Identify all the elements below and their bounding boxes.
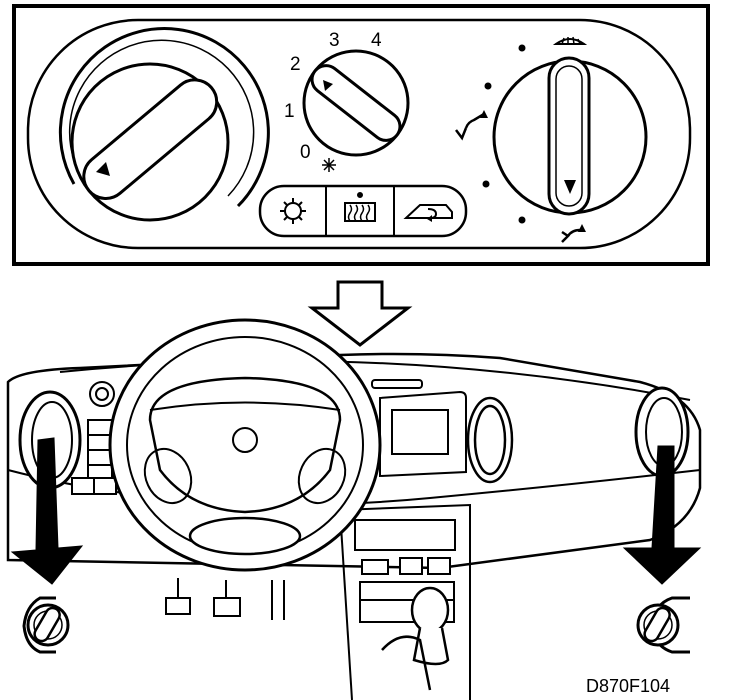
fan-speed-label-3: 3 bbox=[329, 30, 340, 51]
recirculation-button[interactable] bbox=[403, 204, 453, 222]
steering-wheel-hub bbox=[148, 376, 342, 514]
mode-dot bbox=[518, 44, 526, 52]
recirculation-icon bbox=[403, 204, 453, 222]
fan-off-icon bbox=[322, 158, 336, 172]
fan-speed-label-0: 0 bbox=[300, 142, 311, 163]
gear-shift[interactable] bbox=[381, 586, 450, 691]
fan-speed-label-1: 1 bbox=[284, 101, 295, 122]
panel-face bbox=[26, 18, 692, 250]
fan-speed-label-2: 2 bbox=[290, 54, 301, 75]
temperature-scale-arc bbox=[58, 27, 270, 208]
center-console bbox=[339, 503, 471, 700]
center-info-display bbox=[371, 379, 467, 478]
pedals bbox=[165, 578, 285, 620]
fan-speed-knob[interactable] bbox=[302, 49, 410, 157]
fan-speed-knob-grip bbox=[310, 64, 402, 142]
figure-code: D870F104 bbox=[586, 676, 670, 696]
horn-emblem bbox=[232, 427, 258, 453]
ac-button[interactable] bbox=[280, 198, 306, 224]
temperature-knob-grip bbox=[82, 78, 219, 200]
right-down-arrow bbox=[622, 445, 702, 585]
snowflake-icon bbox=[280, 198, 306, 224]
right-vent-thumbwheel[interactable] bbox=[636, 596, 690, 654]
air-distribution-knob-grip bbox=[547, 56, 591, 216]
fan-speed-knob-pointer bbox=[323, 80, 333, 91]
center-vent[interactable] bbox=[466, 396, 514, 484]
face-vent-mode-icon bbox=[455, 110, 488, 141]
rear-defrost-button[interactable] bbox=[344, 192, 376, 222]
down-arrow-indicator bbox=[307, 280, 413, 347]
temperature-knob[interactable] bbox=[58, 27, 270, 222]
floor-defrost-mode-icon bbox=[561, 224, 586, 243]
fan-speed-label-4: 4 bbox=[371, 30, 382, 51]
mode-dot bbox=[518, 216, 526, 224]
left-switch-cluster[interactable] bbox=[71, 381, 117, 495]
dashboard-illustration bbox=[6, 318, 702, 700]
mode-dot bbox=[482, 180, 490, 188]
windshield-defrost-icon bbox=[552, 36, 588, 45]
left-vent-thumbwheel[interactable] bbox=[22, 596, 70, 654]
temperature-knob-pointer bbox=[96, 162, 110, 176]
control-panel-illustration: 0 1 2 3 4 bbox=[12, 4, 710, 266]
air-distribution-knob[interactable] bbox=[492, 56, 648, 216]
temperature-scale-arc-inner bbox=[68, 39, 255, 197]
mode-dot bbox=[484, 82, 492, 90]
steering-wheel[interactable] bbox=[108, 318, 382, 572]
left-down-arrow bbox=[10, 437, 84, 585]
rear-window-defrost-icon bbox=[344, 192, 376, 222]
air-distribution-knob-pointer bbox=[564, 180, 576, 194]
